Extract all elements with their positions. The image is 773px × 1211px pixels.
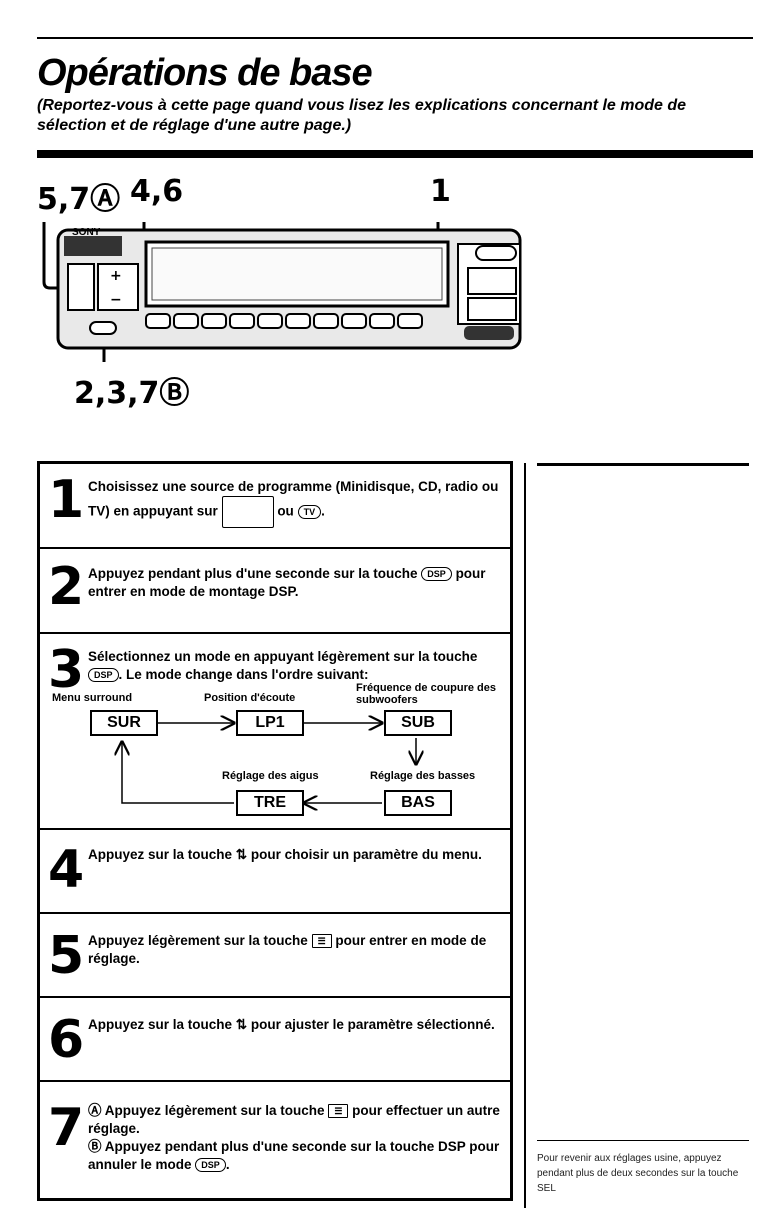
flow-box-bas: BAS [384,790,452,816]
dsp-button-icon: DSP [195,1158,226,1173]
step-text-a: Choisissez une source de programme (Mini… [88,479,499,519]
step-number: 3 [48,640,85,700]
flow-label-lp1: Position d'écoute [204,692,296,704]
callout-2-3-7b: 2,3,7Ⓑ [74,376,190,411]
step-5: 5 Appuyez légèrement sur la touche ☰ pou… [40,914,510,998]
step-number: 2 [48,557,85,617]
flow-label-sur: Menu surround [52,692,133,704]
step-text-a: Sélectionnez un mode en appuyant légèrem… [88,649,478,664]
flow-box-sur: SUR [90,710,158,736]
step-number: 1 [48,470,85,530]
step-7: 7 Ⓐ Appuyez légèrement sur la touche ☰ p… [40,1082,510,1198]
steps-panel: 1 Choisissez une source de programme (Mi… [37,461,513,1201]
step-text: Sélectionnez un mode en appuyant légèrem… [88,648,503,684]
up-down-key-icon: ⇅ [235,847,248,862]
step-text-a: Appuyez sur la touche [88,847,233,862]
flow-label-bas: Réglage des basses [370,770,476,782]
step-text-a: Appuyez sur la touche [88,1017,233,1032]
sidebar-note-rule [537,1140,749,1141]
dsp-button-icon: DSP [421,567,452,582]
step-text-b: pour entrer en mode de montage DSP. [88,566,486,599]
callout-4-6: 4,6 [130,174,184,209]
step-text-a: Appuyez pendant plus d'une seconde sur l… [88,566,418,581]
page-title: Opérations de base [37,52,373,94]
dsp-button-icon: DSP [88,668,119,683]
step-4: 4 Appuyez sur la touche ⇅ pour choisir u… [40,830,510,914]
step-text-a: Appuyez légèrement sur la touche [88,933,308,948]
step-3: 3 Sélectionnez un mode en appuyant légèr… [40,634,510,830]
step-text-b: pour entrer en mode de réglage. [88,933,487,966]
step-text: Appuyez pendant plus d'une seconde sur l… [88,565,503,601]
sidebar-top-rule [537,463,749,466]
step-text: Appuyez sur la touche ⇅ pour ajuster le … [88,1016,503,1034]
step-text: Ⓐ Appuyez légèrement sur la touche ☰ pou… [88,1103,500,1173]
header-thick-rule [37,150,753,158]
step-2: 2 Appuyez pendant plus d'une seconde sur… [40,549,510,634]
step-6: 6 Appuyez sur la touche ⇅ pour ajuster l… [40,998,510,1082]
step-number: 7 [48,1098,85,1158]
callout-5-7a: 5,7Ⓐ [37,182,121,217]
step-number: 6 [48,1010,85,1070]
flow-box-lp1: LP1 [236,710,304,736]
step-text-b: pour ajuster le paramètre sélectionné. [250,1017,495,1032]
step-number: 4 [48,840,85,900]
svg-text:SONY: SONY [72,227,101,238]
step-text: Appuyez sur la touche ⇅ pour choisir un … [88,846,503,864]
up-down-key-icon: ⇅ [235,1017,248,1032]
step-7b-text: Ⓑ Appuyez pendant plus d'une seconde sur… [88,1139,500,1172]
sel-key-icon: ☰ [311,934,332,949]
flow-label-tre: Réglage des aigus [222,770,319,782]
car-stereo-illustration: SONY + − [42,222,522,362]
step-number: 5 [48,926,85,986]
flow-box-sub: SUB [384,710,452,736]
svg-text:+: + [110,268,122,284]
sidebar-divider [524,463,526,1208]
step-7a-text-2: pour effectuer un autre réglage. [88,1103,500,1136]
step-text-b: ou [277,503,294,519]
flow-arrows [40,634,510,830]
step-text: Choisissez une source de programme (Mini… [88,478,503,528]
side-note: Pour revenir aux réglages usine, appuyez… [537,1153,739,1194]
step-text-b: pour choisir un paramètre du menu. [250,847,482,862]
step-7a-text-1: Ⓐ Appuyez légèrement sur la touche [88,1103,325,1118]
page-subtitle: (Reportez-vous à cette page quand vous l… [37,97,687,134]
step-text: Appuyez légèrement sur la touche ☰ pour … [88,932,503,968]
svg-text:−: − [110,292,122,308]
sel-key-icon: ☰ [328,1104,349,1119]
tv-button-icon: TV [297,505,322,519]
callout-1: 1 [430,174,451,209]
step-1: 1 Choisissez une source de programme (Mi… [40,464,510,549]
source-buttons-icon [221,496,274,528]
step-text-b: . Le mode change dans l'ordre suivant: [118,667,369,682]
flow-label-sub: Fréquence de coupure des subwoofers [356,682,496,706]
top-rule [37,37,753,39]
